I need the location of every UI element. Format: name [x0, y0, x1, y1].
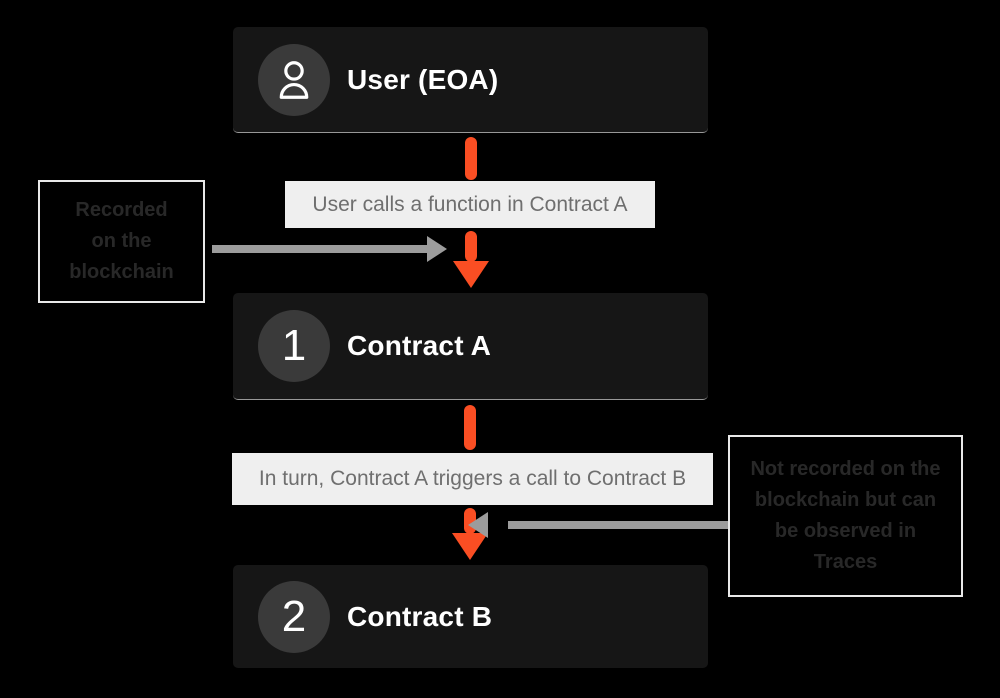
note-not-recorded-traces: Not recorded on the blockchain but can b… — [728, 435, 963, 597]
step-number: 1 — [281, 321, 307, 370]
step-1-badge: 1 — [258, 310, 330, 382]
flow-arrow-user-to-a-shaft — [465, 137, 477, 180]
node-contract-a: 1 Contract A — [233, 293, 708, 400]
flow-label-contract-call: In turn, Contract A triggers a call to C… — [232, 453, 713, 505]
note-arrow-right-shaft — [508, 521, 728, 529]
step-2-badge: 2 — [258, 580, 330, 653]
flow-label-user-call: User calls a function in Contract A — [285, 181, 655, 228]
step-number: 2 — [281, 591, 307, 641]
note-line: Recorded — [75, 199, 168, 221]
flow-arrow-user-to-a-shaft-lower — [465, 231, 477, 262]
note-line: blockchain — [69, 261, 174, 283]
note-arrow-right-head — [468, 512, 488, 538]
note-arrow-left-head — [427, 236, 447, 262]
flow-arrow-a-to-b-shaft — [464, 405, 476, 450]
node-contract-b: 2 Contract B — [233, 565, 708, 668]
node-title-user: User (EOA) — [347, 63, 499, 95]
note-line: be observed in — [774, 520, 917, 542]
user-icon — [279, 60, 309, 99]
note-arrow-left-shaft — [212, 245, 428, 253]
flow-arrow-user-to-a-head — [453, 261, 489, 288]
node-title-contract-a: Contract A — [347, 330, 492, 361]
node-user-eoa: User (EOA) — [233, 27, 708, 133]
note-line: Traces — [813, 551, 878, 573]
note-line: blockchain but can — [754, 489, 937, 511]
note-recorded-on-blockchain: Recorded on the blockchain — [38, 180, 205, 303]
node-title-contract-b: Contract B — [347, 600, 493, 632]
note-line: on the — [91, 230, 152, 252]
user-avatar-badge — [258, 43, 330, 116]
note-line: Not recorded on the — [750, 458, 941, 480]
